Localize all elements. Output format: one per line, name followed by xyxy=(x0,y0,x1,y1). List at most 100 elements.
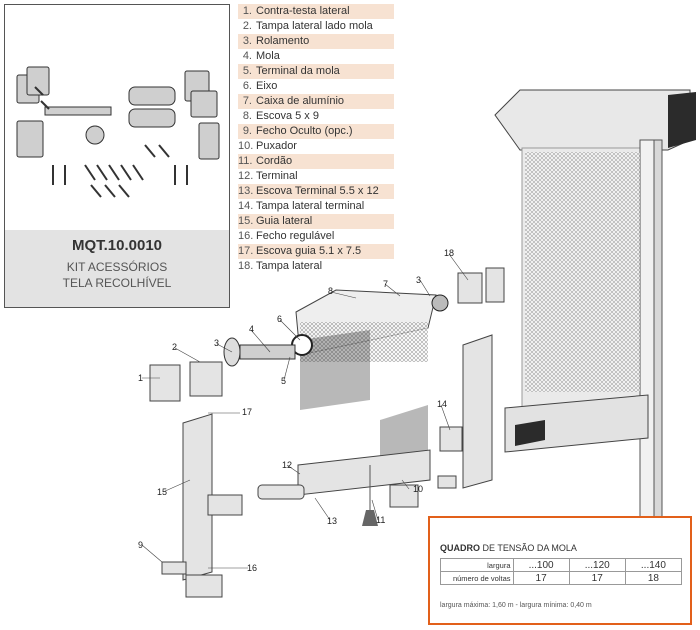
part-label: Terminal xyxy=(256,170,298,182)
kit-caption: MQT.10.0010 KIT ACESSÓRIOS TELA RECOLHÍV… xyxy=(5,230,229,307)
list-item: 12.Terminal xyxy=(238,169,394,184)
kit-box: MQT.10.0010 KIT ACESSÓRIOS TELA RECOLHÍV… xyxy=(4,4,230,308)
part-label: Escova Terminal 5.5 x 12 xyxy=(256,185,379,197)
callout-number: 14 xyxy=(437,399,447,409)
table-title: QUADRO DE TENSÃO DA MOLA xyxy=(440,543,577,553)
callout-number: 7 xyxy=(383,279,388,289)
turns-cell: 17 xyxy=(512,571,570,585)
part-number: 4. xyxy=(242,50,252,62)
callout-number: 3 xyxy=(214,338,219,348)
list-item: 16.Fecho regulável xyxy=(238,229,394,244)
part-label: Mola xyxy=(256,50,280,62)
part-label: Cordão xyxy=(256,155,293,167)
list-item: 15.Guia lateral xyxy=(238,214,394,229)
table-title-rest: DE TENSÃO DA MOLA xyxy=(480,543,577,553)
part-label: Eixo xyxy=(256,80,278,92)
callout-number: 10 xyxy=(413,484,423,494)
part-number: 1. xyxy=(242,5,252,17)
callout-number: 9 xyxy=(138,540,143,550)
part-number: 2. xyxy=(242,20,252,32)
part-number: 6. xyxy=(242,80,252,92)
part-number: 9. xyxy=(242,125,252,137)
list-item: 7. Caixa de alumínio xyxy=(238,94,394,109)
part-number: 15. xyxy=(238,215,254,227)
spring-axis xyxy=(223,337,296,367)
part-number: 10. xyxy=(238,140,254,152)
part-number: 11. xyxy=(238,155,253,167)
part-label: Fecho regulável xyxy=(256,230,335,242)
table-row: largura ...100 ...120 ...140 xyxy=(440,558,683,572)
kit-parts-illustration xyxy=(16,66,220,198)
part-label: Tampa lateral terminal xyxy=(256,200,365,212)
callout-number: 8 xyxy=(328,286,333,296)
kit-description-line-2: TELA RECOLHÍVEL xyxy=(62,276,172,290)
width-cell: ...120 xyxy=(568,558,626,572)
part-number: 7. xyxy=(242,95,252,107)
table-note: largura máxima: 1,60 m - largura mínima:… xyxy=(440,602,592,609)
part-label: Caixa de alumínio xyxy=(256,95,345,107)
part-label: Escova guia 5.1 x 7.5 xyxy=(256,245,362,257)
kit-code: MQT.10.0010 xyxy=(71,237,163,254)
part-label: Guia lateral xyxy=(256,215,313,227)
part-number: 13. xyxy=(238,185,254,197)
list-item: 4. Mola xyxy=(238,49,394,64)
spring-tension-table: QUADRO DE TENSÃO DA MOLA largura ...100 … xyxy=(428,516,692,625)
callout-number: 6 xyxy=(277,314,282,324)
screen-mesh xyxy=(525,152,640,392)
part-number: 14. xyxy=(238,200,254,212)
turns-cell: 17 xyxy=(568,571,626,585)
part-label: Rolamento xyxy=(256,35,310,47)
tension-grid: largura ...100 ...120 ...140 número de v… xyxy=(440,558,683,585)
row-label-width: largura xyxy=(440,558,514,572)
part-number: 16. xyxy=(238,230,254,242)
list-item: 17.Escova guia 5.1 x 7.5 xyxy=(238,244,394,259)
callout-number: 1 xyxy=(138,373,143,383)
list-item: 11.Cordão xyxy=(238,154,394,169)
callout-number: 18 xyxy=(444,248,454,258)
list-item: 3.Rolamento xyxy=(238,34,394,49)
part-label: Contra-testa lateral xyxy=(256,5,350,17)
part-label: Puxador xyxy=(256,140,297,152)
callout-number: 3 xyxy=(416,275,421,285)
part-number: 17. xyxy=(238,245,254,257)
list-item: 9. Fecho Oculto (opc.) xyxy=(238,124,394,139)
turns-cell: 18 xyxy=(624,571,683,585)
part-number: 8. xyxy=(242,110,252,122)
callout-number: 12 xyxy=(282,460,292,470)
list-item: 1. Contra-testa lateral xyxy=(238,4,394,19)
list-item: 10.Puxador xyxy=(238,139,394,154)
part-number: 12. xyxy=(238,170,254,182)
part-label: Escova 5 x 9 xyxy=(256,110,319,122)
callout-number: 16 xyxy=(247,563,257,573)
callout-number: 5 xyxy=(281,376,286,386)
kit-description-line-1: KIT ACESSÓRIOS xyxy=(66,260,168,274)
callout-number: 11 xyxy=(376,515,385,525)
width-cell: ...140 xyxy=(624,558,683,572)
row-label-turns: número de voltas xyxy=(440,571,514,585)
callout-number: 13 xyxy=(327,516,337,526)
roller-box xyxy=(291,289,449,496)
part-number: 18. xyxy=(238,260,254,272)
part-number: 5. xyxy=(242,65,252,77)
list-item: 6. Eixo xyxy=(238,79,394,94)
list-item: 18.Tampa lateral xyxy=(238,259,394,274)
list-item: 13.Escova Terminal 5.5 x 12 xyxy=(238,184,394,199)
callout-number: 15 xyxy=(157,487,167,497)
width-cell: ...100 xyxy=(512,558,570,572)
list-item: 5. Terminal da mola xyxy=(238,64,394,79)
parts-list: 1. Contra-testa lateral 2. Tampa lateral la… xyxy=(238,4,394,274)
list-item: 8. Escova 5 x 9 xyxy=(238,109,394,124)
part-label: Tampa lateral lado mola xyxy=(256,20,373,32)
list-item: 2. Tampa lateral lado mola xyxy=(238,19,394,34)
callout-number: 17 xyxy=(242,407,252,417)
table-row: número de voltas 17 17 18 xyxy=(440,571,683,585)
callout-number: 4 xyxy=(249,324,254,334)
list-item: 14.Tampa lateral terminal xyxy=(238,199,394,214)
part-label: Terminal da mola xyxy=(256,65,340,77)
callout-number: 2 xyxy=(172,342,177,352)
part-label: Fecho Oculto (opc.) xyxy=(256,125,353,137)
part-label: Tampa lateral xyxy=(256,260,323,272)
table-title-bold: QUADRO xyxy=(440,543,480,553)
